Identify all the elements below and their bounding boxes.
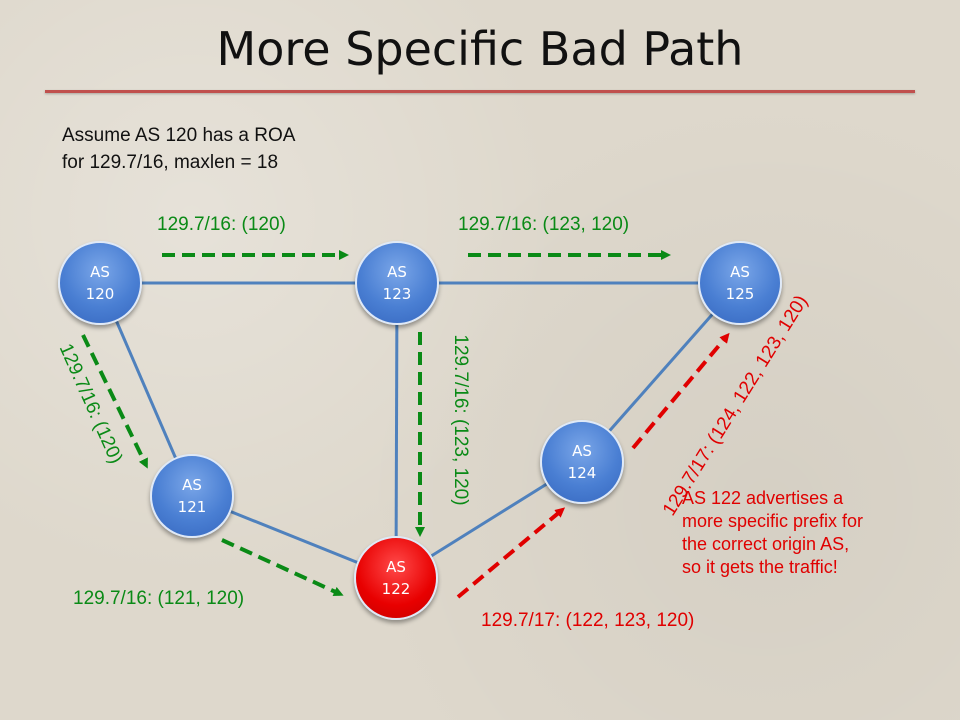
route-label-as121-to-as122: 129.7/16: (121, 120) — [73, 588, 245, 609]
route-label-as122-to-as124: 129.7/17: (122, 123, 120) — [481, 610, 695, 631]
node-as123-label-number: 123 — [382, 285, 412, 303]
route-arrow-as124-to-as125 — [631, 332, 730, 450]
route-arrow-as122-to-as124 — [456, 507, 566, 599]
assumption-line-1: Assume AS 120 has a ROA — [62, 125, 296, 146]
explanation-line-4: so it gets the traffic! — [682, 557, 838, 577]
explanation-line-2: more specific prefix for — [682, 511, 864, 531]
node-as123-label-top: AS — [387, 263, 407, 281]
route-arrow-as121-to-as122 — [221, 538, 344, 597]
link-as123-as122 — [394, 282, 399, 579]
node-as125-label-number: 125 — [725, 285, 755, 303]
node-as120-label-number: 120 — [85, 285, 115, 303]
node-as120-label-top: AS — [90, 263, 110, 281]
node-as122-label-number: 122 — [381, 580, 411, 598]
explanation-line-1: AS 122 advertises a — [682, 488, 844, 508]
node-as120: AS 120 — [58, 241, 142, 325]
node-as121-label-top: AS — [182, 476, 202, 494]
node-as122-label-top: AS — [386, 558, 406, 576]
node-as124: AS 124 — [540, 420, 624, 504]
node-as123: AS 123 — [355, 241, 439, 325]
explanation-line-3: the correct origin AS, — [682, 534, 850, 554]
node-as121: AS 121 — [150, 454, 234, 538]
node-as124-label-top: AS — [572, 442, 592, 460]
node-as124-label-number: 124 — [567, 464, 597, 482]
node-as125: AS 125 — [698, 241, 782, 325]
node-as125-label-top: AS — [730, 263, 750, 281]
slide-title: More Specific Bad Path — [216, 22, 744, 76]
node-as122: AS 122 — [354, 536, 438, 620]
node-as121-label-number: 121 — [177, 498, 207, 516]
explanation-note: AS 122 advertises a more specific prefix… — [682, 487, 863, 579]
title-underline — [45, 90, 915, 93]
route-label-as123-to-as125: 129.7/16: (123, 120) — [458, 214, 630, 235]
route-arrow-as120-to-as121 — [81, 334, 148, 469]
assumption-line-2: for 129.7/16, maxlen = 18 — [62, 152, 279, 173]
route-label-as120-to-as123: 129.7/16: (120) — [157, 214, 286, 235]
assumption-note: Assume AS 120 has a ROA for 129.7/16, ma… — [62, 122, 295, 176]
route-label-as123-to-as122: 129.7/16: (123, 120) — [450, 334, 471, 506]
